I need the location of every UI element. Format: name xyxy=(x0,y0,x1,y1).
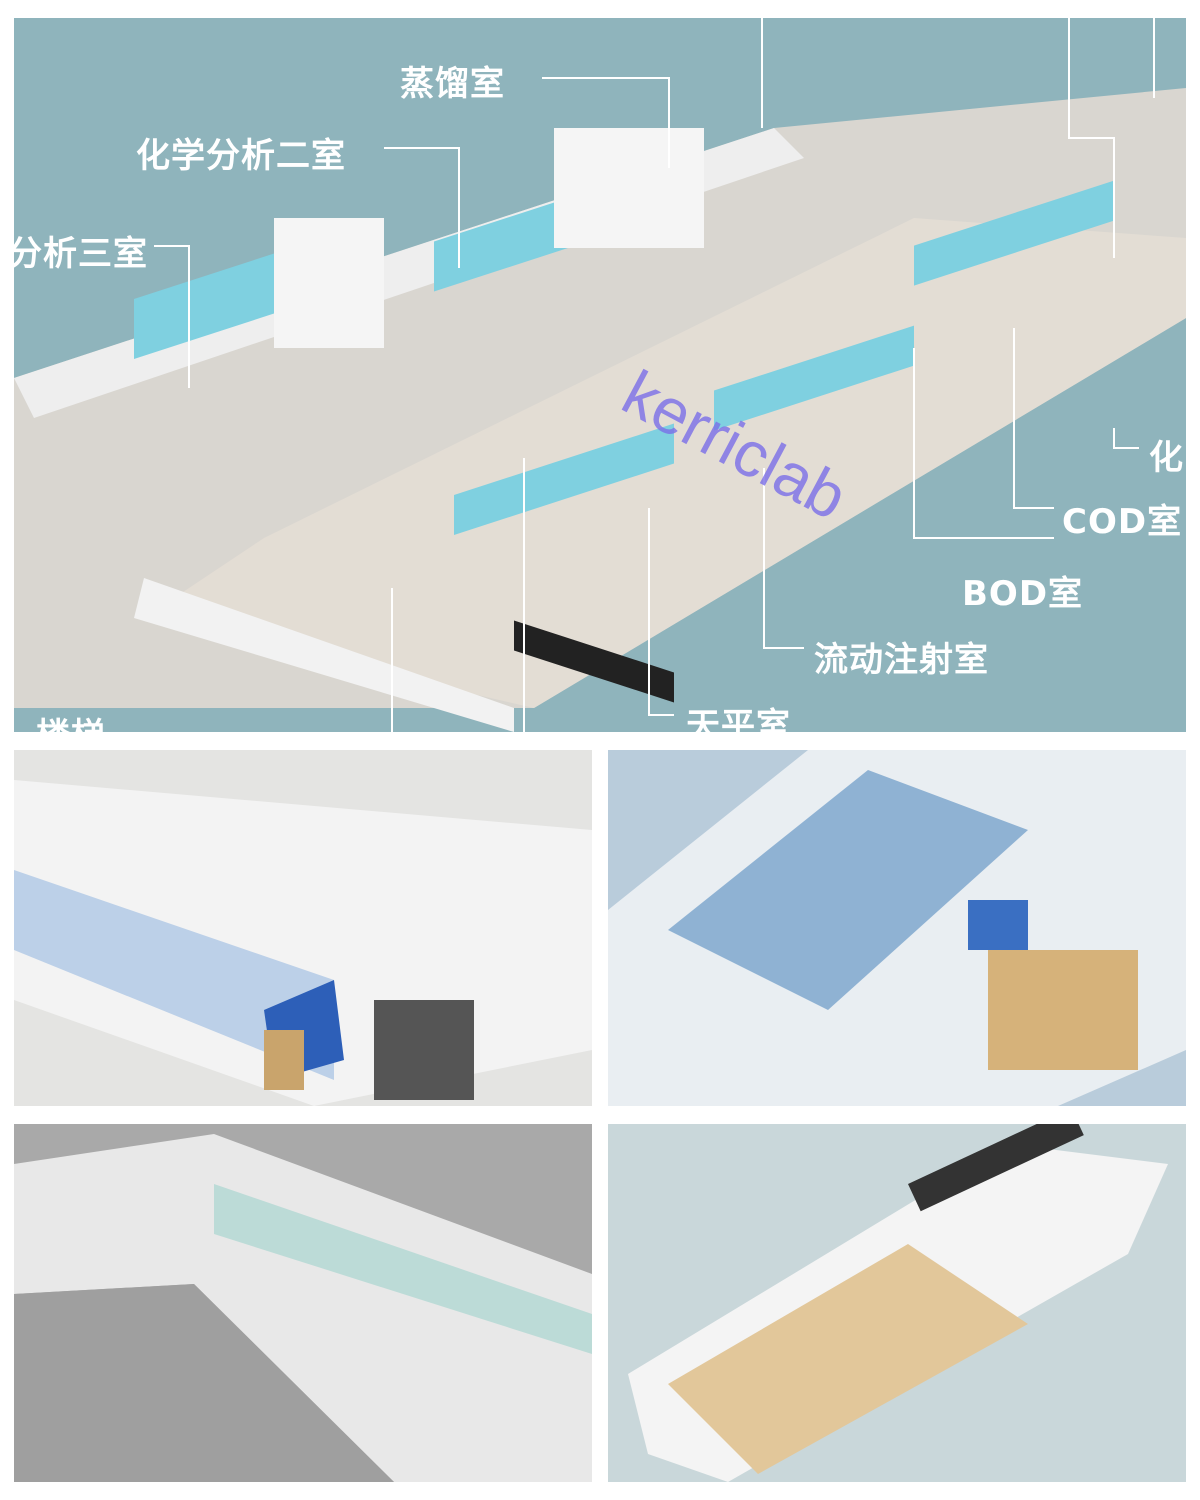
lab-render-3 xyxy=(608,750,1186,1106)
lab-render-2 xyxy=(14,750,592,1106)
lab-floor-illustration xyxy=(14,18,1186,732)
label-flow-injection-room: 流动注射室 xyxy=(814,640,989,680)
label-chem-analysis-2: 化学分析二室 xyxy=(136,136,346,176)
lab-floor-illustration-2 xyxy=(14,780,592,1106)
lab-floor-illustration-3 xyxy=(608,750,1186,1106)
lab-render-4 xyxy=(14,1124,592,1482)
label-chem-partial: 化 xyxy=(1149,438,1184,478)
label-distillation-room: 蒸馏室 xyxy=(400,64,505,104)
lab-render-5 xyxy=(608,1124,1186,1482)
main-lab-render: 蒸馏室 化学分析二室 分析三室 化 COD室 BOD室 流动注射室 天平室 楼梯… xyxy=(14,18,1186,732)
lab-floor-illustration-5 xyxy=(628,1124,1168,1482)
label-cod-room: COD室 xyxy=(1062,502,1183,542)
label-analysis-3: 分析三室 xyxy=(14,234,148,274)
label-stairs: 楼梯 xyxy=(36,708,106,732)
label-bod-room: BOD室 xyxy=(962,574,1084,614)
label-balance-room: 天平室 xyxy=(686,706,791,732)
lab-floor-illustration-4 xyxy=(14,1134,592,1482)
